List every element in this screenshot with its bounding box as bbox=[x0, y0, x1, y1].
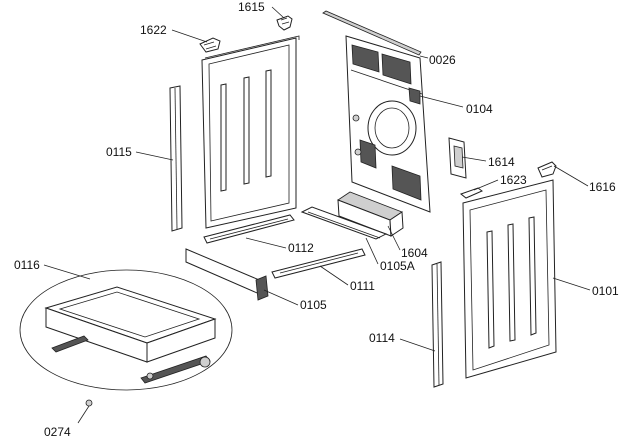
drawer-handle-1604 bbox=[337, 191, 404, 237]
rail-0112 bbox=[203, 214, 295, 244]
door-panel-0101 bbox=[462, 179, 557, 379]
label-0274: 0274 bbox=[44, 425, 71, 438]
label-0115: 0115 bbox=[106, 145, 132, 159]
side-strip-0114 bbox=[431, 261, 444, 388]
hinge-part-1623 bbox=[459, 187, 483, 199]
hinge-part-1616 bbox=[537, 161, 557, 178]
label-1614: 1614 bbox=[488, 155, 515, 169]
leader-lines bbox=[43, 6, 591, 424]
label-0104: 0104 bbox=[466, 102, 493, 116]
label-0112: 0112 bbox=[288, 241, 314, 255]
label-0111: 0111 bbox=[350, 279, 375, 293]
label-0101: 0101 bbox=[592, 284, 619, 298]
label-1616: 1616 bbox=[589, 180, 616, 194]
plate-0105 bbox=[185, 248, 269, 301]
label-0105: 0105 bbox=[300, 298, 327, 312]
label-0116: 0116 bbox=[14, 258, 40, 272]
hinge-part-1622 bbox=[199, 37, 221, 53]
top-rail-0026 bbox=[322, 10, 422, 56]
label-1622: 1622 bbox=[140, 23, 167, 37]
rail-0105A bbox=[300, 206, 388, 240]
part-labels: 1615 1622 0026 0104 0115 1614 1623 1616 … bbox=[14, 0, 619, 438]
side-panel-left bbox=[201, 35, 300, 229]
side-strip-0115 bbox=[169, 85, 183, 232]
rail-0111 bbox=[271, 248, 366, 279]
label-1604: 1604 bbox=[401, 246, 428, 260]
label-1615: 1615 bbox=[238, 0, 265, 14]
base-frame-0116 bbox=[19, 269, 233, 391]
hinge-part-1615 bbox=[276, 15, 293, 31]
foot-0274 bbox=[85, 399, 93, 407]
label-1623: 1623 bbox=[500, 173, 527, 187]
label-0105A: 0105A bbox=[380, 259, 415, 273]
label-0026: 0026 bbox=[429, 53, 456, 67]
bracket-1614 bbox=[448, 137, 467, 179]
back-panel-0104 bbox=[345, 35, 431, 213]
label-0114: 0114 bbox=[369, 331, 395, 345]
